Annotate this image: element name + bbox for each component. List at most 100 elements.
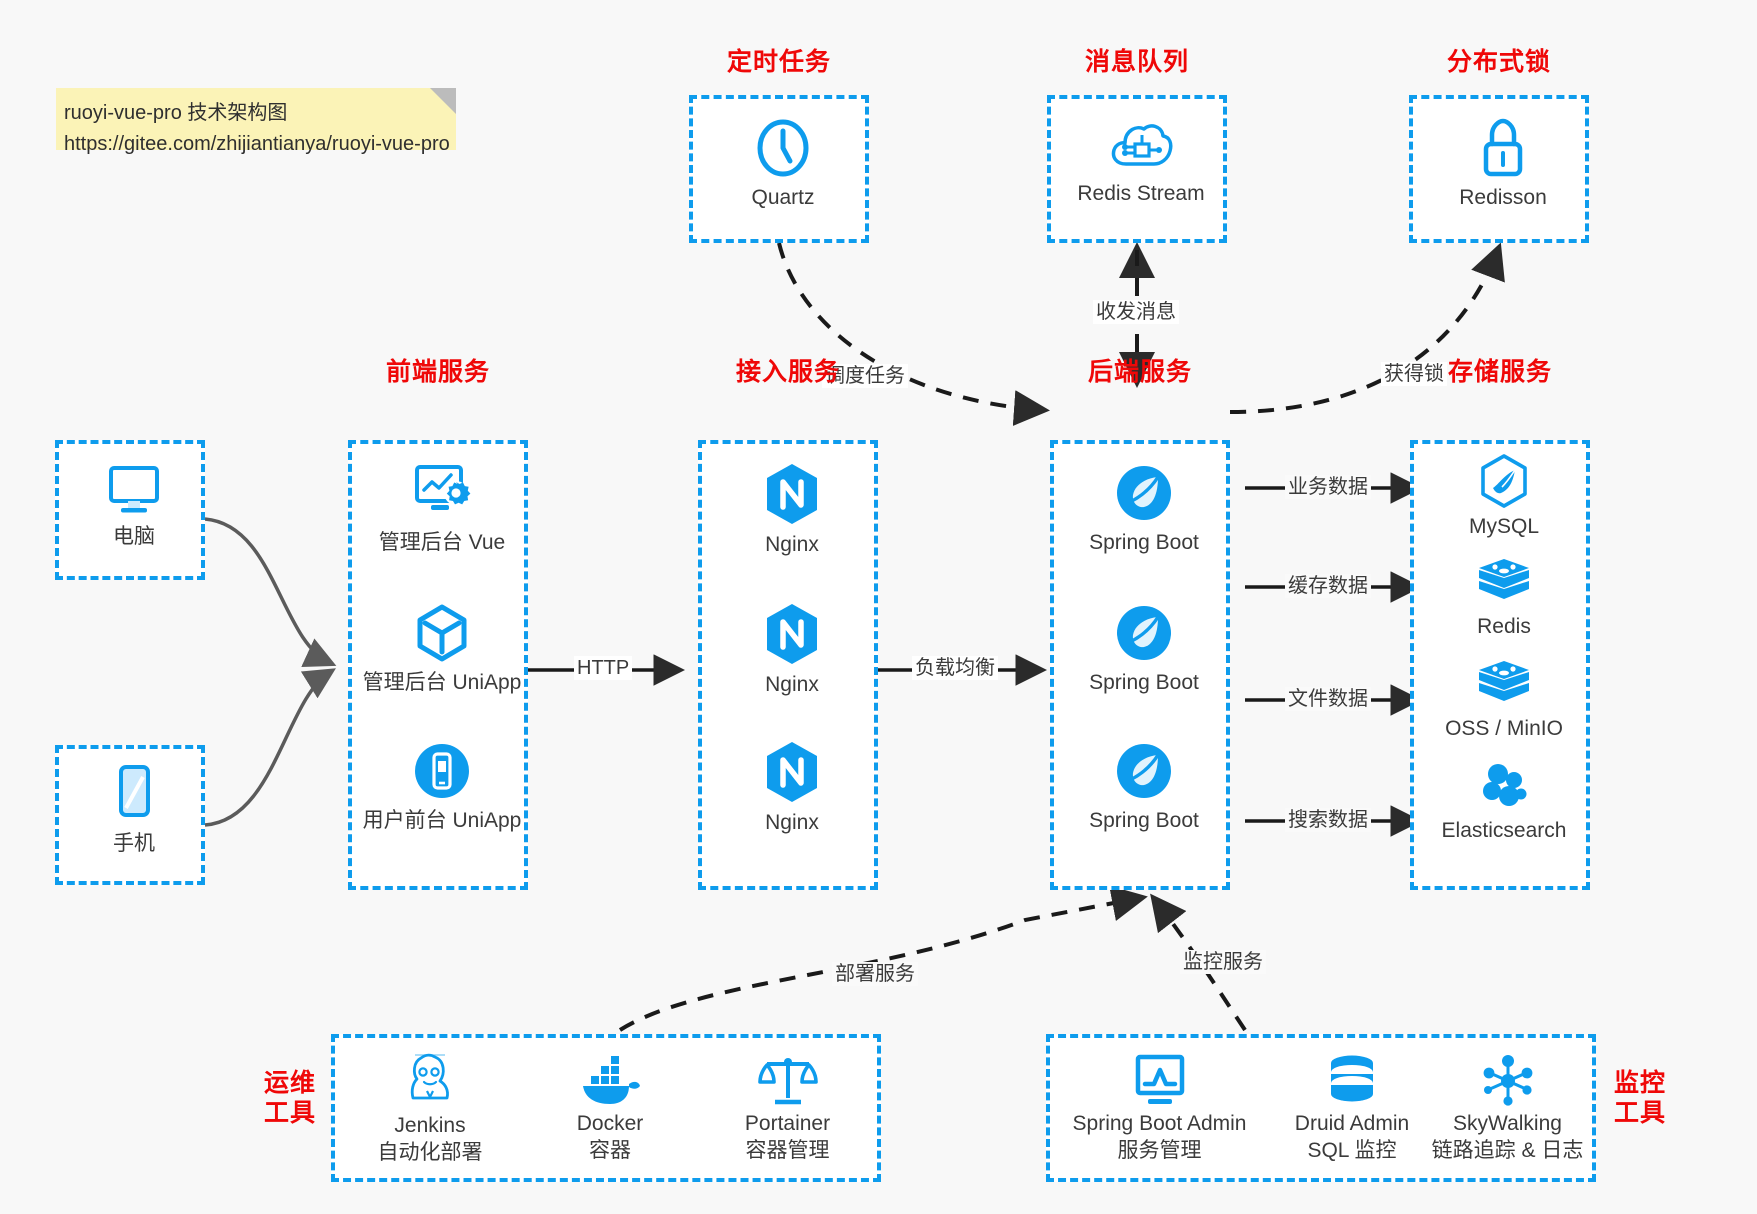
nginx-icon: [767, 464, 817, 524]
node-portainer[interactable]: Portainer 容器管理: [700, 1052, 875, 1165]
node-label: Redisson: [1459, 186, 1547, 209]
group-title-monitoring-line2: 工具: [1613, 1099, 1666, 1127]
node-label: Nginx: [765, 811, 819, 834]
group-box-monitoring: Spring Boot Admin 服务管理 Druid Admin SQL 监…: [1046, 1034, 1596, 1182]
lock-icon: [1483, 118, 1523, 177]
node-label: 管理后台 UniApp: [362, 671, 522, 694]
node-redisson[interactable]: Redisson: [1413, 117, 1593, 212]
node-nginx-3[interactable]: Nginx: [702, 740, 882, 837]
node-label: Elasticsearch: [1441, 819, 1567, 842]
group-box-devops: Jenkins 自动化部署 Docker 容器: [331, 1034, 881, 1182]
group-title-devops: 运维 工具: [258, 1068, 322, 1128]
node-elasticsearch[interactable]: Elasticsearch: [1414, 760, 1594, 845]
edge-label-load-balance: 负载均衡: [912, 656, 998, 680]
node-label: Redis Stream: [1077, 182, 1205, 205]
node-label: Spring Boot: [1089, 531, 1199, 554]
group-title-message-queue: 消息队列: [1084, 48, 1189, 76]
group-title-frontend: 前端服务: [385, 358, 490, 386]
node-label: Spring Boot: [1089, 809, 1199, 832]
node-label: Quartz: [751, 186, 815, 209]
node-redis[interactable]: Redis: [1414, 556, 1594, 641]
node-jenkins[interactable]: Jenkins 自动化部署: [345, 1050, 515, 1167]
nginx-icon: [767, 742, 817, 802]
node-label: Redis: [1477, 615, 1531, 638]
node-nginx-1[interactable]: Nginx: [702, 462, 882, 559]
node-label: Nginx: [765, 673, 819, 696]
skywalking-node-icon: [1483, 1055, 1532, 1106]
node-label: Spring Boot: [1089, 671, 1199, 694]
node-spring-boot-1[interactable]: Spring Boot: [1054, 462, 1234, 557]
node-label: MySQL: [1468, 515, 1539, 538]
edge-label-business-data: 业务数据: [1285, 475, 1371, 499]
group-box-client-desktop: 电脑: [55, 440, 205, 580]
node-desktop[interactable]: 电脑: [59, 462, 209, 551]
mobile-icon: [119, 765, 150, 817]
sticky-note: ruoyi-vue-pro 技术架构图 https://gitee.com/zh…: [56, 88, 456, 155]
node-name: SkyWalking: [1453, 1112, 1562, 1135]
monitor-chart-icon: [1135, 1054, 1184, 1104]
group-title-monitoring: 监控 工具: [1608, 1068, 1672, 1128]
node-docker[interactable]: Docker 容器: [525, 1054, 695, 1165]
node-name: Docker: [576, 1112, 644, 1135]
edge-label-schedule-task: 调度任务: [822, 364, 908, 388]
note-line-2: https://gitee.com/zhijiantianya/ruoyi-vu…: [64, 133, 450, 155]
spring-boot-icon: [1117, 744, 1171, 798]
node-desc: 容器管理: [745, 1139, 830, 1163]
group-title-devops-line2: 工具: [263, 1099, 316, 1127]
node-label: 用户前台 UniApp: [362, 809, 522, 832]
elasticsearch-icon: [1483, 764, 1527, 806]
jenkins-butler-icon: [410, 1053, 449, 1100]
group-title-distributed-lock: 分布式锁: [1446, 48, 1551, 76]
node-quartz[interactable]: Quartz: [693, 117, 873, 212]
node-mobile[interactable]: 手机: [59, 763, 209, 858]
edge-label-http: HTTP: [574, 656, 633, 680]
node-admin-uniapp[interactable]: 管理后台 UniApp: [352, 602, 532, 697]
node-spring-boot-3[interactable]: Spring Boot: [1054, 740, 1234, 835]
node-label: 电脑: [113, 525, 155, 548]
docker-whale-icon: [583, 1056, 640, 1104]
node-nginx-2[interactable]: Nginx: [702, 602, 882, 699]
edge-label-acquire-lock: 获得锁: [1381, 362, 1447, 386]
edge-label-file-data: 文件数据: [1285, 687, 1371, 711]
group-title-backend: 后端服务: [1087, 358, 1192, 386]
note-fold-corner: [430, 88, 456, 114]
clock-icon: [757, 119, 809, 177]
node-user-uniapp[interactable]: 用户前台 UniApp: [352, 740, 532, 835]
node-name: Portainer: [744, 1112, 831, 1135]
node-desc: 服务管理: [1117, 1139, 1202, 1163]
edge-label-monitor-service: 监控服务: [1180, 950, 1266, 974]
node-label: 手机: [113, 832, 155, 855]
edge-label-search-data: 搜索数据: [1285, 808, 1371, 832]
node-oss-minio[interactable]: OSS / MinIO: [1414, 658, 1594, 743]
group-box-distributed-lock: Redisson: [1409, 95, 1589, 243]
node-druid-admin[interactable]: Druid Admin SQL 监控: [1272, 1052, 1432, 1165]
node-desc: 链路追踪 & 日志: [1431, 1139, 1584, 1163]
node-label: OSS / MinIO: [1445, 717, 1563, 740]
group-box-scheduled-task: Quartz: [689, 95, 869, 243]
node-name: Spring Boot Admin: [1072, 1112, 1247, 1135]
group-box-frontend: 管理后台 Vue 管理后台 UniApp 用户前台 UniApp: [348, 440, 528, 890]
node-label: 管理后台 Vue: [378, 531, 506, 554]
mysql-dolphin-icon: [1481, 454, 1527, 508]
spring-boot-icon: [1117, 606, 1171, 660]
node-mysql[interactable]: MySQL: [1414, 454, 1594, 541]
node-desc: 自动化部署: [377, 1141, 483, 1165]
database-icon: [1331, 1055, 1373, 1102]
node-spring-boot-2[interactable]: Spring Boot: [1054, 602, 1234, 697]
node-label: Nginx: [765, 533, 819, 556]
cube-icon: [417, 604, 467, 662]
spring-boot-icon: [1117, 466, 1171, 520]
phone-app-icon: [415, 744, 469, 798]
group-title-devops-line1: 运维: [263, 1069, 316, 1097]
edge-label-cache-data: 缓存数据: [1285, 574, 1371, 598]
desktop-icon: [109, 466, 159, 513]
node-skywalking[interactable]: SkyWalking 链路追踪 & 日志: [1415, 1052, 1600, 1165]
node-desc: 容器: [589, 1139, 631, 1163]
scales-icon: [757, 1058, 818, 1105]
node-spring-boot-admin[interactable]: Spring Boot Admin 服务管理: [1052, 1052, 1267, 1165]
group-box-storage: MySQL Redis OSS / MinIO: [1410, 440, 1590, 890]
group-box-backend: Spring Boot Spring Boot Spring Boot: [1050, 440, 1230, 890]
node-redis-stream[interactable]: Redis Stream: [1051, 117, 1231, 208]
node-admin-vue[interactable]: 管理后台 Vue: [352, 462, 532, 557]
edge-label-send-receive-message: 收发消息: [1093, 300, 1179, 324]
